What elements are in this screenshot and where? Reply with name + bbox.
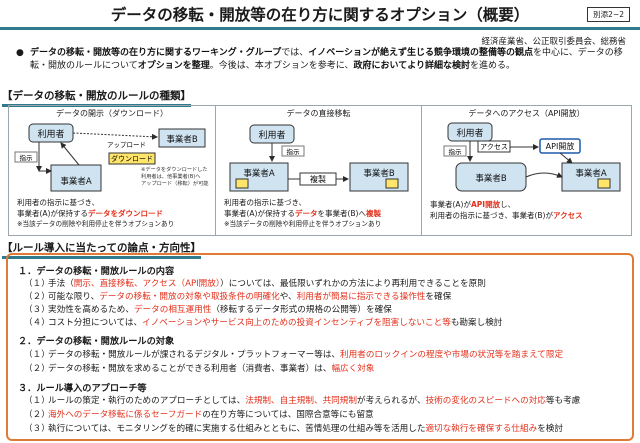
highlight-text: 利用者が簡易に指示できる操作性: [296, 292, 426, 302]
svg-text:ダウンロード: ダウンロード: [111, 154, 153, 163]
item-text: 等も考慮: [545, 396, 581, 406]
item-text: 可能な限り、: [48, 292, 100, 302]
highlight-text: 海外へのデータ移転に係るセーフガード: [48, 410, 203, 420]
svg-text:指示: 指示: [449, 147, 463, 156]
svg-text:アップロード: アップロード: [107, 141, 146, 149]
item-text: も勘案し検討: [450, 318, 503, 328]
download-note: ※当該データの削除や利用停止を伴うオプションあり: [17, 220, 175, 228]
svg-text:事業者A: 事業者A: [575, 168, 607, 179]
item-number: （１）: [24, 396, 50, 406]
direct-transfer-note: ※当該データの削除や利用停止を伴うオプションあり: [224, 220, 382, 228]
organizations: 経済産業省、公正取引委員会、総務省: [481, 37, 626, 47]
section-heading-issues: 【ルール導入に当たっての論点・方向性】: [2, 240, 201, 259]
item-text: や、: [279, 292, 297, 302]
item-text: 手法（: [48, 279, 74, 289]
svg-text:事業者A: 事業者A: [60, 176, 92, 187]
item-number: （２）: [24, 410, 50, 420]
svg-text:利用者: 利用者: [37, 128, 64, 140]
highlight-text: 利用者のロックインの程度や市場の状況等を踏まえて限定: [340, 350, 564, 360]
panel-direct-transfer: データの直接移転 利用者 指示 事業者A 事業者B 複製 利用者の指示に基づき、: [215, 106, 421, 235]
group-title-2: ２．データの移転・開放ルールの対象: [18, 336, 175, 347]
highlight-text: 幅広く対象: [331, 364, 375, 374]
svg-text:指示: 指示: [20, 153, 34, 162]
list-item: （２）海外へのデータ移転に係るセーフガードの在り方等については、国際合意等にも留…: [24, 408, 374, 420]
list-item: （１）手法（開示、直接移転、アクセス（API開放））については、最低限いずれかの…: [24, 277, 486, 289]
item-text: （移転するデータ形式の規格の公開等）を確保: [211, 305, 392, 315]
item-number: （２）: [24, 364, 50, 374]
list-item: （３）執行については、モニタリングを的確に実施する仕組みとともに、苦情処理の仕組…: [24, 422, 563, 434]
panel-download: データの開示（ダウンロード） 利用者 事業者B 事業者A 指示 アップロード ダ…: [9, 106, 215, 235]
bullet-icon: ●: [16, 48, 24, 58]
panel-api-access: データへのアクセス（API開放） 利用者 指示 事業者B 事業者A アクセス A…: [421, 106, 631, 235]
intro-paragraph: ● データの移転・開放等の在り方に関するワーキング・グループでは、イノベーション…: [16, 48, 623, 71]
item-text: 実効性を高めるため、: [48, 305, 134, 315]
item-text: データの移転・開放ルールが課されるデジタル・プラットフォーマー等は、: [48, 350, 341, 360]
api-access-diagram: 利用者 指示 事業者B 事業者A アクセス API開放: [443, 122, 621, 192]
item-number: （１）: [24, 350, 50, 360]
svg-text:利用者: 利用者: [456, 127, 483, 139]
highlight-text: 開示、直接移転、アクセス（API開放）: [73, 279, 221, 289]
svg-text:複製: 複製: [310, 174, 326, 184]
svg-text:アップロード（移転）が可能: アップロード（移転）が可能: [141, 179, 208, 187]
list-item: （４）コスト分担については、イノベーションやサービス向上のための投資インセンティ…: [24, 316, 502, 328]
issues-box: [6, 253, 634, 441]
list-item: （２）可能な限り、データの移転・開放の対象や取扱条件の明確化や、利用者が簡易に指…: [24, 290, 451, 302]
svg-text:事業者B: 事業者B: [363, 168, 395, 179]
svg-text:API開放: API開放: [546, 141, 575, 151]
direct-transfer-diagram: 利用者 指示 事業者A 事業者B 複製: [229, 124, 409, 192]
rule-types-diagram: データの開示（ダウンロード） 利用者 事業者B 事業者A 指示 アップロード ダ…: [8, 105, 632, 236]
group-title-3: ３．ルール導入のアプローチ等: [18, 383, 147, 394]
item-number: （２）: [24, 292, 50, 302]
item-text: 執行については、モニタリングを的確に実施する仕組みとともに、苦情処理の仕組み等を…: [48, 424, 426, 434]
page-title: データの移転・開放等の在り方に関するオプション（概要）: [0, 0, 640, 30]
svg-text:事業者A: 事業者A: [243, 168, 275, 179]
list-item: （１）データの移転・開放ルールが課されるデジタル・プラットフォーマー等は、利用者…: [24, 348, 563, 360]
attachment-badge: 別添2−2: [587, 7, 630, 22]
list-item: （１）ルールの策定・執行のためのアプローチとしては、法規制、自主規制、共同規制が…: [24, 394, 580, 406]
item-number: （４）: [24, 318, 50, 328]
list-item: （３）実効性を高めるため、データの相互運用性（移転するデータ形式の規格の公開等）…: [24, 303, 392, 315]
item-text: の在り方等については、国際合意等にも留意: [202, 410, 374, 420]
item-text: を検討: [537, 424, 563, 434]
instruct-label: [443, 145, 467, 157]
highlight-text: 法規制、自主規制、共同規制: [245, 396, 357, 406]
svg-text:利用者: 利用者: [258, 129, 285, 141]
item-text: データの移転・開放を求めることができる利用者（消費者、事業者）は、: [48, 364, 332, 374]
item-text: を確保: [425, 292, 452, 302]
download-diagram: 利用者 事業者B 事業者A 指示 アップロード ダウンロード ※データをダウンロ…: [14, 123, 208, 192]
item-text: コスト分担については、: [48, 318, 143, 328]
highlight-text: データの相互運用性: [133, 305, 212, 315]
list-item: （２）データの移転・開放を求めることができる利用者（消費者、事業者）は、幅広く対…: [24, 362, 374, 374]
direct-transfer-caption: 利用者の指示に基づき、 事業者(A)が保持するデータを事業者(B)へ複製: [224, 198, 381, 218]
svg-text:※データをダウンロードした: ※データをダウンロードした: [141, 165, 208, 173]
item-text: が考えられるが、: [356, 396, 426, 406]
item-number: （３）: [24, 424, 50, 434]
svg-text:事業者B: 事業者B: [475, 173, 507, 184]
download-caption: 利用者の指示に基づき、 事業者(A)が保持するデータをダウンロード: [17, 198, 163, 218]
highlight-text: 適切な執行を確保する仕組み: [425, 424, 538, 434]
business-b-box: [158, 128, 206, 148]
api-caption: 事業者(A)がAPI開放し、 利用者の指示に基づき、事業者(B)がアクセス: [430, 200, 583, 220]
item-text: ルールの策定・執行のためのアプローチとしては、: [48, 396, 246, 406]
highlight-text: イノベーションやサービス向上のための投資インセンティブを阻害しないこと等: [142, 318, 451, 328]
instruct-label: [281, 145, 305, 157]
business-a-box: [50, 164, 102, 192]
svg-text:アクセス: アクセス: [480, 143, 508, 151]
copy-label: [299, 172, 337, 186]
highlight-text: データの移転・開放の対象や取扱条件の明確化: [99, 292, 280, 302]
group-title-1: １．データの移転・開放ルールの内容: [18, 266, 175, 277]
svg-text:事業者B: 事業者B: [166, 134, 198, 145]
item-number: （１）: [24, 279, 50, 289]
download-label: [108, 152, 156, 165]
item-text: ）については、最低限いずれかの方法により再利用できることを原則: [220, 279, 486, 289]
svg-text:利用者は、他事業者(B)へ: 利用者は、他事業者(B)へ: [141, 172, 200, 180]
item-number: （３）: [24, 305, 50, 315]
instruct-label: [14, 151, 38, 163]
svg-text:指示: 指示: [287, 147, 301, 156]
highlight-text: 技術の変化のスピードへの対応: [425, 396, 546, 406]
